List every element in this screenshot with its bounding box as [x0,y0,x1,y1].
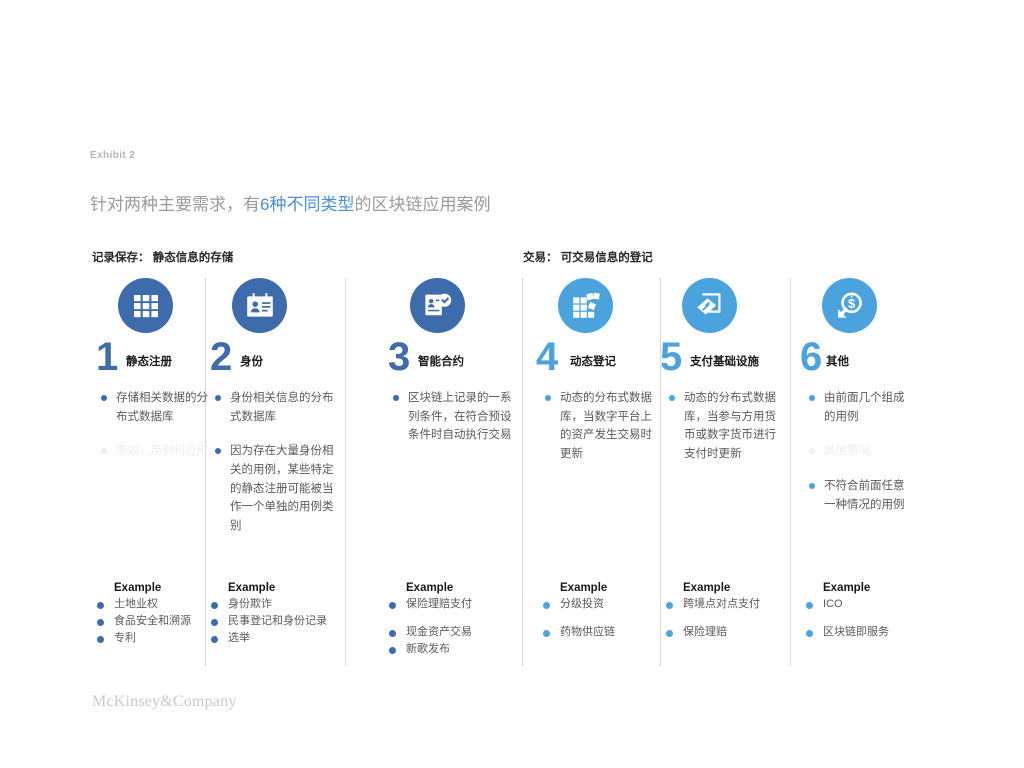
bullet-list: 区块链上记录的一系列条件，在符合预设条件时自动执行交易 [388,389,518,445]
dynamic-registry-icon [558,278,613,333]
example-block-identity: Example 身份欺诈 民事登记和身份记录 选举 [210,582,338,648]
example-item: 药物供应链 [542,625,660,641]
example-item: 民事登记和身份记录 [210,614,338,630]
example-item: 现金资产交易 [388,625,518,641]
bullet-item: 身份相关信息的分布式数据库 [214,389,338,426]
grid-table-icon [118,278,173,333]
example-item: ICO [805,597,923,613]
example-block-smart-contract: Example 保险理赔支付 现金资产交易 新歌发布 [388,582,518,659]
column-static-registry: 1 静态注册 存储相关数据的分布式数据库 例如，用例和应用 [96,278,216,477]
headline-post: 的区块链应用案例 [354,195,491,214]
bullet-item: 区块链上记录的一系列条件，在符合预设条件时自动执行交易 [392,389,518,445]
example-item: 食品安全和溯源 [96,614,216,630]
example-title: Example [406,582,454,594]
example-item: 分级投资 [542,597,660,613]
bullet-item: 存储相关数据的分布式数据库 [100,389,216,426]
column-title: 动态登记 [570,356,616,368]
divider-5 [790,278,791,666]
example-title: Example [823,582,871,594]
example-item: 跨境点对点支付 [665,597,795,613]
column-number: 4 [536,335,559,379]
column-number: 5 [660,335,683,379]
column-number: 1 [96,335,119,379]
dollar-search-icon: $ [822,278,877,333]
example-title: Example [114,582,162,594]
example-item: 土地业权 [96,597,216,613]
example-block-static-registry: Example 土地业权 食品安全和溯源 专利 [96,582,216,648]
bullet-list: 存储相关数据的分布式数据库 例如，用例和应用 [96,389,216,461]
example-block-other: Example ICO 区块链即服务 [805,582,923,642]
bullet-item: 由前面几个组成的用例 [808,389,912,426]
example-item: 选举 [210,631,338,647]
id-badge-icon [232,278,287,333]
column-title: 其他 [826,356,849,368]
bullet-item: 动态的分布式数据库，当参与方用货币或数字货币进行支付时更新 [668,389,784,464]
payment-terminal-icon [682,278,737,333]
bullet-item-faint: 其他情况 [808,442,912,461]
column-title: 静态注册 [126,356,172,368]
bullet-item: 动态的分布式数据库，当数字平台上的资产发生交易时更新 [544,389,654,464]
bullet-list: 由前面几个组成的用例 其他情况 不符合前面任意一种情况的用例 [800,389,912,514]
example-item: 身份欺诈 [210,597,338,613]
column-identity: 2 身份 身份相关信息的分布式数据库 因为存在大量身份相关的用例，某些特定的静态… [210,278,338,551]
column-dynamic-registry: 4 动态登记 动态的分布式数据库，当数字平台上的资产发生交易时更新 [536,278,654,480]
bullet-item-faint: 例如，用例和应用 [100,442,216,461]
example-title: Example [560,582,608,594]
column-title: 支付基础设施 [690,356,759,368]
headline-pre: 针对两种主要需求，有 [90,195,260,214]
bullet-item: 不符合前面任意一种情况的用例 [808,477,912,514]
mckinsey-logo: McKinsey&Company [92,693,237,710]
column-number: 3 [388,335,411,379]
group-subtitle: 静态信息的存储 [152,252,234,264]
column-payment-infrastructure: 5 支付基础设施 动态的分布式数据库，当参与方用货币或数字货币进行支付时更新 [660,278,784,480]
example-item: 专利 [96,631,216,647]
group-title: 交易： [523,252,558,264]
group-title: 记录保存： [92,252,150,264]
bullet-list: 身份相关信息的分布式数据库 因为存在大量身份相关的用例，某些特定的静态注册可能被… [210,389,338,535]
bullet-list: 动态的分布式数据库，当参与方用货币或数字货币进行支付时更新 [660,389,784,464]
smart-contract-icon [410,278,465,333]
svg-text:$: $ [848,296,856,311]
example-item: 保险理赔 [665,625,795,641]
group-header-transactions: 交易： 可交易信息的登记 [523,249,653,265]
divider-4 [660,278,661,666]
group-header-record-keeping: 记录保存： 静态信息的存储 [92,249,233,265]
divider-1 [205,278,206,666]
group-subtitle: 可交易信息的登记 [560,252,653,264]
bullet-list: 动态的分布式数据库，当数字平台上的资产发生交易时更新 [536,389,654,464]
example-title: Example [228,582,276,594]
column-title: 身份 [240,356,263,368]
example-block-dynamic-registry: Example 分级投资 药物供应链 [542,582,660,642]
divider-2 [345,278,346,666]
column-number: 6 [800,335,823,379]
column-title: 智能合约 [418,356,464,368]
divider-3 [522,278,523,666]
headline-highlight: 6种不同类型 [260,195,355,214]
column-other: $ 6 其他 由前面几个组成的用例 其他情况 不符合前面任意一种情况的用例 [800,278,912,530]
column-number: 2 [210,335,233,379]
example-item: 新歌发布 [388,642,518,658]
example-item: 保险理赔支付 [388,597,518,613]
column-smart-contract: 3 智能合约 区块链上记录的一系列条件，在符合预设条件时自动执行交易 [388,278,518,461]
example-title: Example [683,582,731,594]
page-title: 针对两种主要需求，有6种不同类型的区块链应用案例 [90,190,490,215]
example-block-payment-infrastructure: Example 跨境点对点支付 保险理赔 [665,582,795,642]
exhibit-label: Exhibit 2 [90,150,136,161]
bullet-item: 因为存在大量身份相关的用例，某些特定的静态注册可能被当作一个单独的用例类别 [214,442,338,535]
example-item: 区块链即服务 [805,625,923,641]
